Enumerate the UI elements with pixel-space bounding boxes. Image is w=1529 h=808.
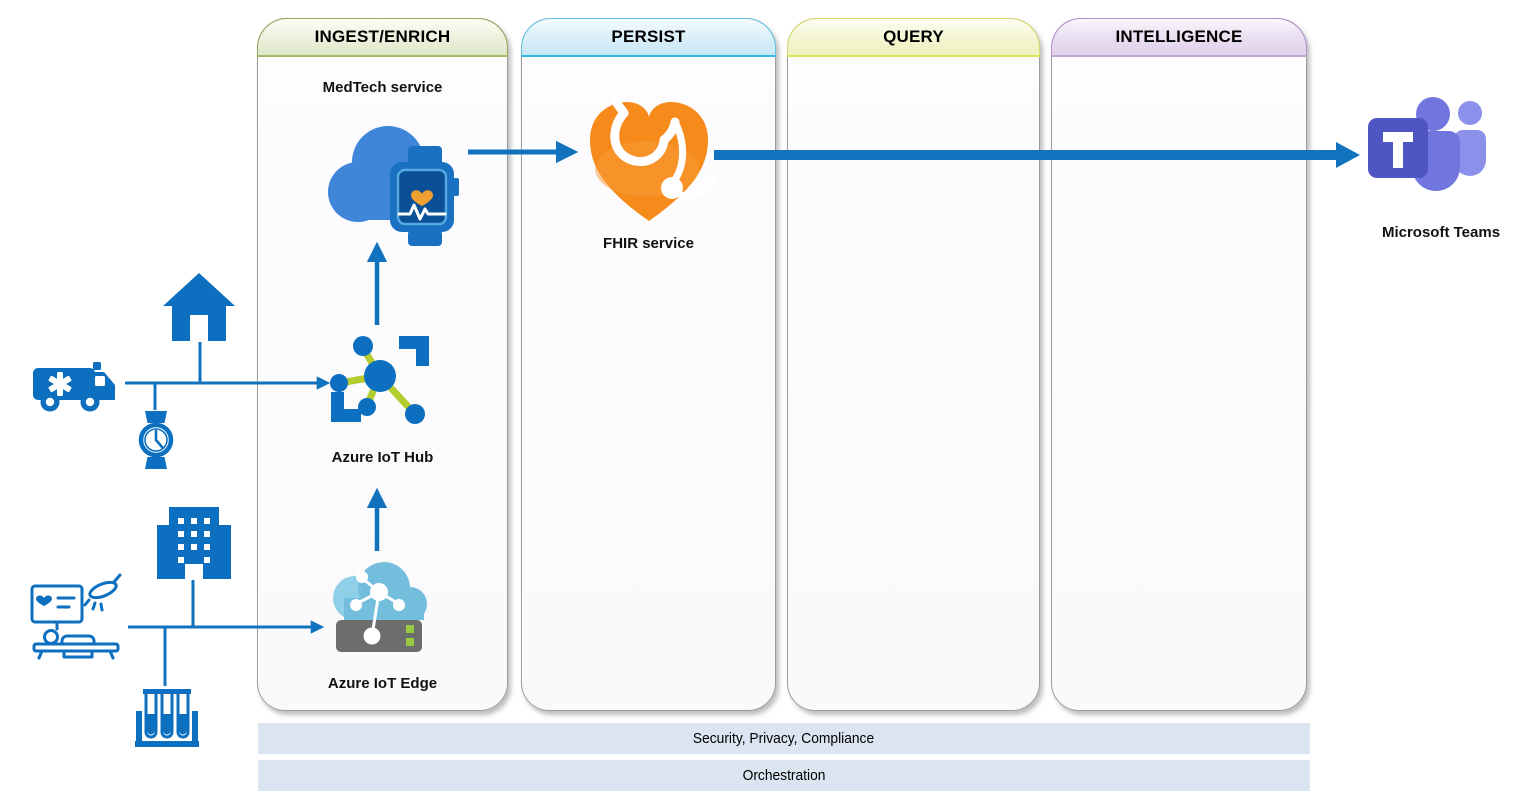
hospital-windows [178,518,210,563]
column-label: PERSIST [611,27,686,46]
test-tube-glyphs [143,689,191,739]
cloud-smartwatch-icon [328,126,459,246]
iot-edge-icon [333,562,427,652]
fhir-service-label: FHIR service [603,235,694,252]
connector-fhir-to-teams-arrowhead [1336,142,1360,168]
orchestration-bar-label: Orchestration [742,767,826,784]
heart-glyph [411,190,433,206]
star-of-life-glyph [48,372,72,396]
column-header-ingest-enrich: INGEST/ENRICH [257,18,508,57]
smartwatch-icon [138,411,174,469]
medtech-service-label: MedTech service [322,79,443,96]
stethoscope-glyph [610,97,716,200]
security-bar-label: Security, Privacy, Compliance [693,730,875,747]
column-header-query: QUERY [787,18,1040,57]
test-tubes-icon [135,689,199,747]
iot-hub-icon [330,336,429,424]
iot-edge-label: Azure IoT Edge [327,675,438,692]
ambulance-icon [33,362,115,412]
microsoft-teams-label: Microsoft Teams [1381,224,1501,241]
column-query: QUERY [787,18,1040,711]
teams-t-glyph [1383,132,1413,168]
security-privacy-compliance-bar: Security, Privacy, Compliance [258,723,1310,754]
column-label: INGEST/ENRICH [314,27,451,46]
orchestration-bar: Orchestration [258,760,1310,791]
operating-room-icon [30,573,122,660]
column-label: QUERY [883,27,944,46]
fhir-heart-stethoscope-icon [590,97,716,221]
hospital-icon [157,507,231,579]
column-header-intelligence: INTELLIGENCE [1051,18,1307,57]
ecg-glyph [397,203,447,221]
column-label: INTELLIGENCE [1115,27,1243,46]
column-intelligence: INTELLIGENCE [1051,18,1307,711]
microsoft-teams-icon [1368,97,1486,191]
home-icon [163,273,235,341]
iot-hub-label: Azure IoT Hub [331,449,434,466]
column-header-persist: PERSIST [521,18,776,57]
